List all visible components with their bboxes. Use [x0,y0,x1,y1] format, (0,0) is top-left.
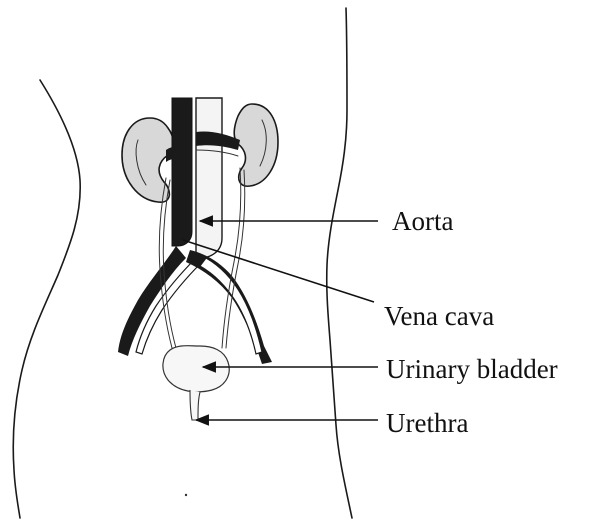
urinary-bladder [163,346,229,392]
label-aorta: Aorta [392,206,453,236]
body-outline-right [327,8,352,518]
aorta [196,98,222,258]
vena-cava [172,98,192,246]
left-kidney [122,118,173,202]
label-urinary-bladder: Urinary bladder [386,354,558,384]
label-urethra: Urethra [386,408,468,438]
iliac-vessel-left [118,246,186,356]
labels: Aorta Vena cava Urinary bladder Urethra [384,206,558,438]
label-vena-cava: Vena cava [384,301,494,331]
organs [118,98,278,496]
urethra [190,390,200,420]
body-outline [13,8,352,518]
body-outline-left [13,80,80,518]
